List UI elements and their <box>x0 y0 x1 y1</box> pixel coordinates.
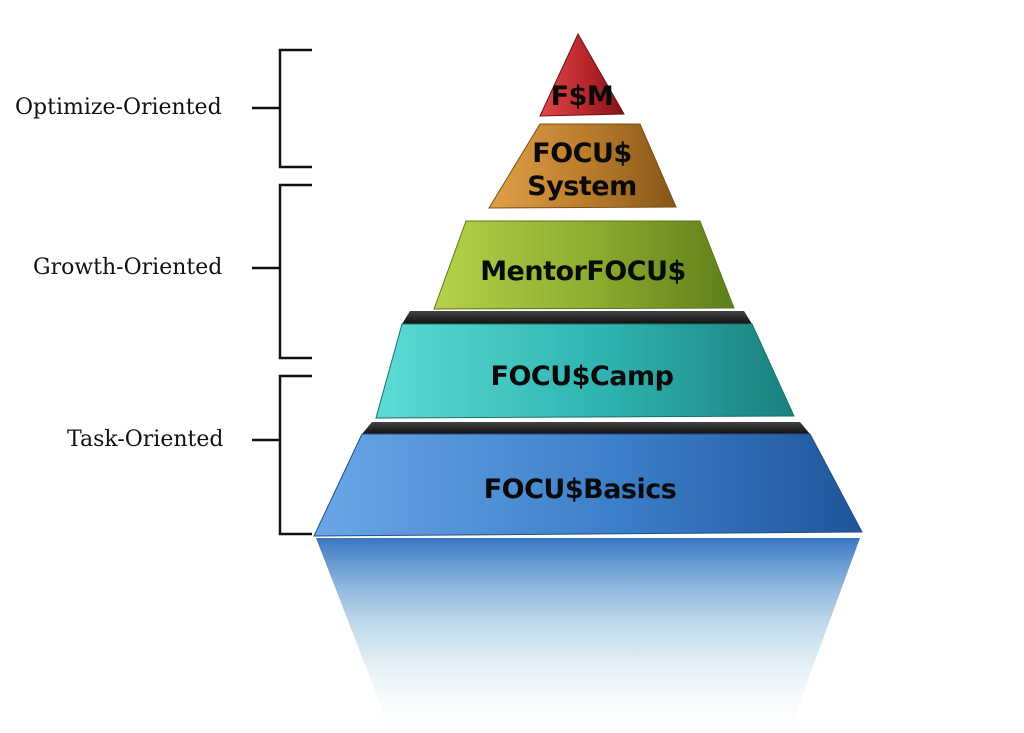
tier-focusbasics-label: FOCU$Basics <box>484 474 677 505</box>
optimize-bracket <box>252 50 312 167</box>
tier-focuscamp-label: FOCU$Camp <box>491 361 674 392</box>
growth-bracket <box>252 185 312 358</box>
task-oriented-label: Task-Oriented <box>67 429 223 451</box>
tier-focus-system-label-line2: System <box>527 171 636 202</box>
tier-mentorfocus-label: MentorFOCU$ <box>480 256 686 287</box>
task-bracket <box>252 376 312 534</box>
tier-focuscamp-top <box>402 311 752 324</box>
tier-focus-system-label-line1: FOCU$ <box>532 138 631 169</box>
base-reflection <box>316 538 860 729</box>
growth-oriented-label: Growth-Oriented <box>33 257 222 279</box>
optimize-oriented-label: Optimize-Oriented <box>15 97 222 119</box>
tier-fsm-label: F$M <box>551 81 614 112</box>
tier-focusbasics-top <box>362 422 810 434</box>
